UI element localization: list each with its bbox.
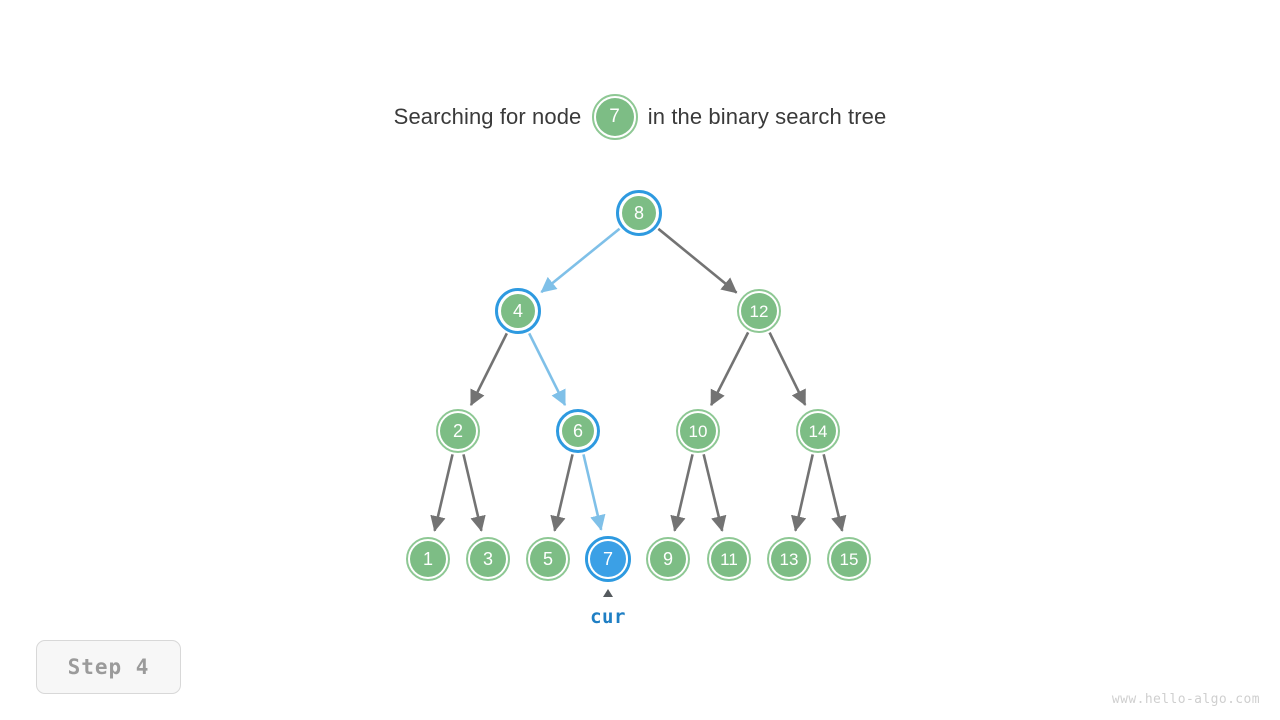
tree-node-15: 15	[827, 537, 871, 581]
node-inner-ring	[620, 194, 658, 232]
node-value: 12	[741, 293, 777, 329]
node-value: 5	[530, 541, 566, 577]
node-ring	[707, 537, 751, 581]
tree-node-1: 1	[406, 537, 450, 581]
cur-pointer: cur	[578, 589, 638, 628]
node-value: 13	[771, 541, 807, 577]
node-inner-ring	[560, 413, 596, 449]
tree-edge	[528, 332, 567, 406]
tree-node-8: 8	[616, 190, 662, 236]
tree-node-10: 10	[676, 409, 720, 453]
tree-node-6: 6	[556, 409, 600, 453]
caret-up-icon	[603, 589, 613, 597]
node-value: 9	[650, 541, 686, 577]
node-inner-ring	[588, 539, 628, 579]
cur-pointer-label: cur	[590, 606, 626, 628]
node-value: 11	[711, 541, 747, 577]
node-value: 4	[501, 294, 535, 328]
tree-edge	[462, 454, 486, 532]
tree-edge	[709, 331, 750, 407]
tree-node-5: 5	[526, 537, 570, 581]
node-value: 7	[590, 541, 626, 577]
node-value: 1	[410, 541, 446, 577]
tree-edge	[550, 454, 574, 532]
tree-node-4: 4	[495, 288, 541, 334]
node-ring	[495, 288, 541, 334]
tree-edge	[469, 332, 508, 406]
node-inner-ring	[499, 292, 537, 330]
node-ring	[436, 409, 480, 453]
node-ring	[827, 537, 871, 581]
node-ring	[585, 536, 631, 582]
tree-edge	[540, 227, 621, 294]
node-ring	[556, 409, 600, 453]
tree-node-11: 11	[707, 537, 751, 581]
node-ring	[406, 537, 450, 581]
tree-node-2: 2	[436, 409, 480, 453]
tree-node-13: 13	[767, 537, 811, 581]
node-value: 10	[680, 413, 716, 449]
node-value: 8	[622, 196, 656, 230]
tree-node-9: 9	[646, 537, 690, 581]
tree-edge	[702, 454, 727, 532]
tree-node-7: 7	[585, 536, 631, 582]
tree-edge	[430, 454, 454, 532]
step-label: Step 4	[67, 655, 150, 679]
watermark: www.hello-algo.com	[1111, 692, 1260, 707]
step-badge: Step 4	[36, 640, 181, 694]
tree-edge	[657, 227, 738, 294]
node-ring	[646, 537, 690, 581]
node-value: 6	[562, 415, 594, 447]
node-value: 2	[440, 413, 476, 449]
node-value: 15	[831, 541, 867, 577]
node-ring	[676, 409, 720, 453]
tree-edge	[670, 454, 694, 532]
node-ring	[466, 537, 510, 581]
tree-node-14: 14	[796, 409, 840, 453]
node-ring	[737, 289, 781, 333]
node-ring	[796, 409, 840, 453]
tree-edge	[822, 454, 847, 532]
node-ring	[526, 537, 570, 581]
node-ring	[767, 537, 811, 581]
node-value: 14	[800, 413, 836, 449]
node-value: 3	[470, 541, 506, 577]
tree-edge	[582, 454, 606, 531]
tree-edge	[791, 454, 814, 532]
node-ring	[616, 190, 662, 236]
tree-edge	[768, 331, 807, 406]
tree-node-3: 3	[466, 537, 510, 581]
tree-node-12: 12	[737, 289, 781, 333]
